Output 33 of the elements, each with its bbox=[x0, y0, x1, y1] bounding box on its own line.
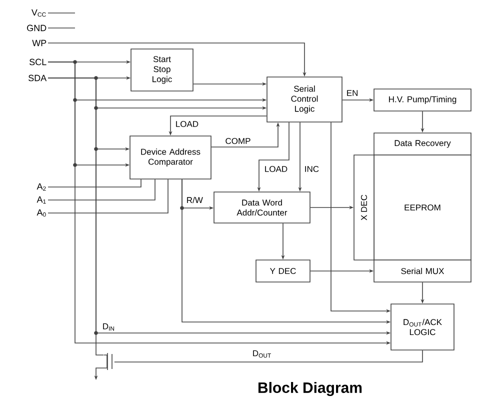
block-box: Start Stop Logic bbox=[130, 48, 194, 92]
pin-label: A$_{0}$ bbox=[36, 209, 46, 217]
block-box: Y DEC bbox=[256, 260, 310, 282]
pin-label: SCL bbox=[30, 58, 46, 66]
edge-label: D$_{OUT}$ bbox=[253, 350, 271, 358]
block-box: Data Word Addr/Counter bbox=[214, 192, 310, 224]
edge-label: R/W bbox=[187, 196, 203, 204]
pin-label: A$_{2}$ bbox=[36, 183, 46, 191]
block-box: X DEC bbox=[354, 154, 374, 260]
signal-line bbox=[48, 178, 142, 188]
pin-label: GND bbox=[27, 24, 46, 32]
signal-line bbox=[48, 12, 76, 14]
pin-label: SDA bbox=[28, 74, 47, 82]
block-box: Device Address Comparator bbox=[130, 136, 212, 180]
edge-label: LOAD bbox=[265, 166, 288, 172]
block-box: Serial Control Logic bbox=[266, 76, 342, 122]
signal-line bbox=[114, 350, 423, 362]
block-box: Serial MUX bbox=[374, 260, 472, 282]
block-box: H.V. Pump/Timing bbox=[374, 88, 472, 112]
signal-line bbox=[48, 178, 168, 214]
pin-label: A$_{1}$ bbox=[36, 196, 46, 204]
signal-line bbox=[48, 178, 156, 200]
pin-label: WP bbox=[32, 40, 46, 46]
edge-label: LOAD bbox=[176, 121, 198, 127]
signal-line bbox=[48, 78, 104, 356]
edge-label: D$_{IN}$ bbox=[103, 323, 114, 331]
edge-label: COMP bbox=[226, 138, 250, 144]
edge-label: INC bbox=[305, 166, 319, 172]
block-box: D$_{OUT}$/ACK LOGIC bbox=[390, 304, 454, 350]
pin-label: V$_{CC}$ bbox=[31, 9, 46, 17]
edge-label: EN bbox=[347, 90, 358, 96]
block-box: Data Recovery bbox=[374, 132, 472, 156]
caption: Block Diagram bbox=[258, 382, 362, 396]
